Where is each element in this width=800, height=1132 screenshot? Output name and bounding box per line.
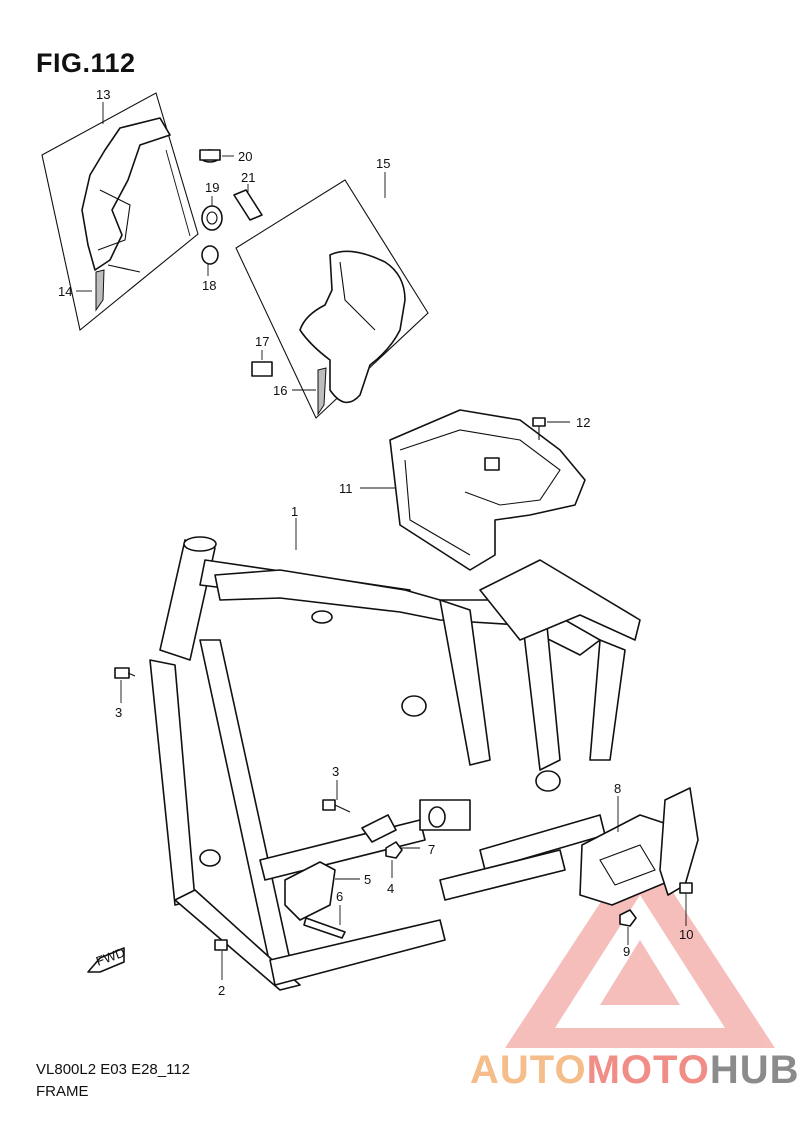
- callout-13: 13: [96, 87, 110, 102]
- watermark-text: AUTOMOTOHUB: [470, 1048, 800, 1093]
- callout-10: 10: [679, 927, 693, 942]
- callout-3: 3: [332, 764, 339, 779]
- grommet-parts: [199, 149, 263, 276]
- callout-20: 20: [238, 149, 252, 164]
- callout-9: 9: [623, 944, 630, 959]
- callout-15: 15: [376, 156, 390, 171]
- callout-14: 14: [58, 284, 72, 299]
- side-cover-group-box: [235, 172, 429, 419]
- callout-2: 2: [218, 983, 225, 998]
- watermark-logo: [505, 842, 775, 1048]
- cover-group-box: [41, 92, 199, 331]
- callout-12: 12: [576, 415, 590, 430]
- electrical-bracket: [579, 787, 699, 945]
- callout-21: 21: [241, 170, 255, 185]
- callout-18: 18: [202, 278, 216, 293]
- callout-19: 19: [205, 180, 219, 195]
- watermark-part-b: MOTO: [586, 1048, 710, 1092]
- callout-16: 16: [273, 383, 287, 398]
- callout-17: 17: [255, 334, 269, 349]
- callout-11: 11: [339, 481, 353, 496]
- watermark-part-a: AUTO: [470, 1048, 587, 1092]
- callout-5: 5: [364, 872, 371, 887]
- callout-8: 8: [614, 781, 621, 796]
- main-frame: [149, 518, 641, 991]
- callout-3: 3: [115, 705, 122, 720]
- fwd-arrow-icon: FWD: [87, 945, 127, 973]
- callout-1: 1: [291, 504, 298, 519]
- figure-code: VL800L2 E03 E28_112: [36, 1061, 191, 1078]
- engine-mounts: [284, 806, 446, 939]
- battery-holder: [360, 409, 586, 571]
- callout-4: 4: [387, 881, 394, 896]
- figure-title: FIG.112: [36, 48, 136, 78]
- callout-7: 7: [428, 842, 435, 857]
- fasteners: [114, 667, 403, 980]
- callout-6: 6: [336, 889, 343, 904]
- watermark-part-c: HUB: [709, 1048, 800, 1092]
- figure-name: FRAME: [36, 1083, 89, 1100]
